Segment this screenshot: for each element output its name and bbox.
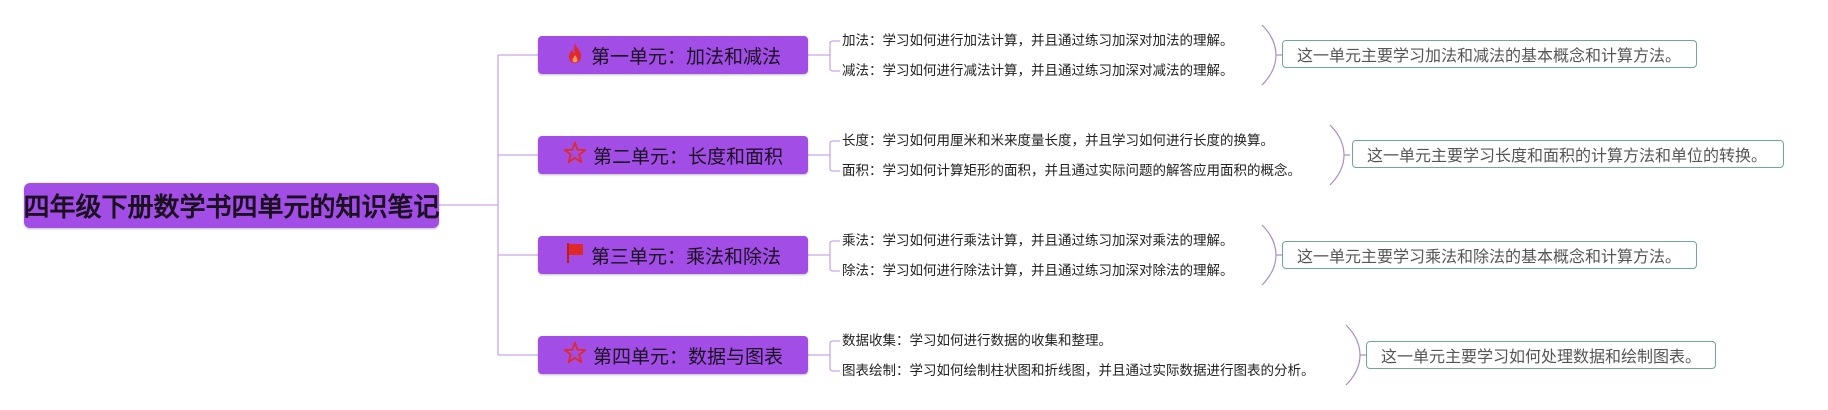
unit-2-title: 第二单元：长度和面积	[592, 145, 783, 168]
unit-4-summary-brace	[1345, 324, 1361, 386]
unit-4-leaf-branch-1	[829, 340, 840, 355]
unit-4-leaf-branch-2	[829, 355, 840, 372]
unit-2-item-1[interactable]: 长度：学习如何用厘米和米来度量长度，并且学习如何进行长度的换算。	[842, 133, 1274, 149]
unit-3-summary-brace	[1261, 224, 1277, 286]
unit-2-leaf-branch-2	[829, 155, 840, 172]
fire-icon	[565, 42, 585, 69]
unit-1-item-2[interactable]: 减法：学习如何进行减法计算，并且通过练习加深对减法的理解。	[842, 63, 1234, 79]
unit-1-summary[interactable]: 这一单元主要学习加法和减法的基本概念和计算方法。	[1282, 40, 1697, 68]
star-outline-icon	[563, 141, 587, 170]
unit-4-summary[interactable]: 这一单元主要学习如何处理数据和绘制图表。	[1366, 341, 1716, 369]
unit-3-topic[interactable]: 第三单元：乘法和除法	[538, 236, 808, 274]
unit-1-item-1[interactable]: 加法：学习如何进行加法计算，并且通过练习加深对加法的理解。	[842, 33, 1234, 49]
unit-2-summary-brace	[1329, 124, 1345, 186]
unit-3-title: 第三单元：乘法和除法	[590, 245, 781, 268]
flag-icon	[565, 242, 585, 269]
unit-2-item-2[interactable]: 面积：学习如何计算矩形的面积，并且通过实际问题的解答应用面积的概念。	[842, 163, 1301, 179]
unit-3-item-1[interactable]: 乘法：学习如何进行乘法计算，并且通过练习加深对乘法的理解。	[842, 233, 1234, 249]
unit-1-summary-brace	[1261, 24, 1277, 86]
unit-2-summary[interactable]: 这一单元主要学习长度和面积的计算方法和单位的转换。	[1352, 140, 1784, 168]
unit-4-summary-text: 这一单元主要学习如何处理数据和绘制图表。	[1381, 347, 1702, 366]
unit-3-summary[interactable]: 这一单元主要学习乘法和除法的基本概念和计算方法。	[1282, 241, 1697, 269]
root-topic-label: 四年级下册数学书四单元的知识笔记	[23, 193, 440, 223]
unit-1-leaf-branch-1	[829, 40, 840, 55]
unit-1-summary-text: 这一单元主要学习加法和减法的基本概念和计算方法。	[1297, 46, 1682, 65]
root-topic[interactable]: 四年级下册数学书四单元的知识笔记	[23, 183, 440, 228]
unit-1-topic[interactable]: 第一单元：加法和减法	[538, 36, 808, 74]
star-outline-icon	[563, 341, 587, 370]
unit-4-topic[interactable]: 第四单元：数据与图表	[538, 336, 808, 374]
unit-4-title: 第四单元：数据与图表	[592, 345, 783, 368]
unit-2-summary-text: 这一单元主要学习长度和面积的计算方法和单位的转换。	[1367, 146, 1768, 165]
unit-2-topic[interactable]: 第二单元：长度和面积	[538, 136, 808, 174]
unit-1-leaf-branch-2	[829, 55, 840, 72]
unit-4-item-1[interactable]: 数据收集：学习如何进行数据的收集和整理。	[842, 333, 1112, 349]
unit-2-leaf-branch-1	[829, 140, 840, 155]
unit-4-item-2[interactable]: 图表绘制：学习如何绘制柱状图和折线图，并且通过实际数据进行图表的分析。	[842, 363, 1315, 379]
unit-3-leaf-branch-2	[829, 255, 840, 272]
unit-3-leaf-branch-1	[829, 240, 840, 255]
unit-1-title: 第一单元：加法和减法	[590, 45, 781, 68]
unit-3-summary-text: 这一单元主要学习乘法和除法的基本概念和计算方法。	[1297, 247, 1682, 266]
unit-3-item-2[interactable]: 除法：学习如何进行除法计算，并且通过练习加深对除法的理解。	[842, 263, 1234, 279]
